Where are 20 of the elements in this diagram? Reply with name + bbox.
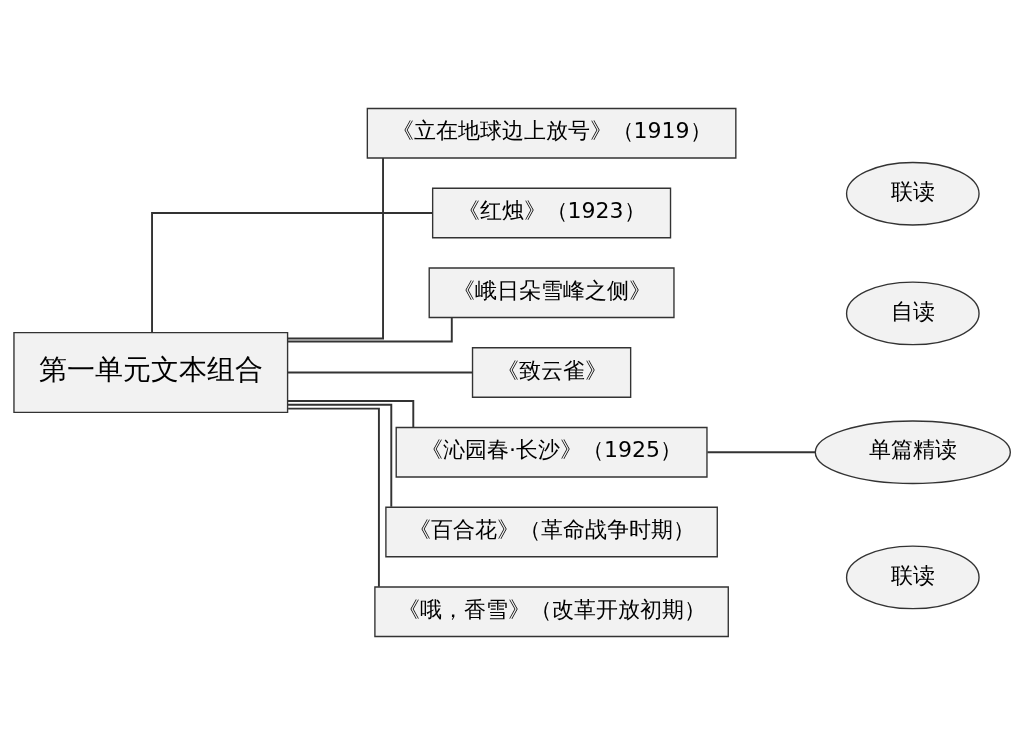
connector [706,450,817,453]
node-box: 《百合花》（革命战争时期） [385,506,718,557]
node-ellipse: 联读 [845,544,980,609]
node-box: 《哦，香雪》（改革开放初期） [374,585,729,637]
connector [286,403,393,508]
node-ellipse: 联读 [845,161,980,226]
node-box: 《红烛》（1923） [431,187,672,238]
node-box: 《立在地球边上放号》（1919） [366,107,737,159]
connector [286,316,453,342]
connector [286,156,384,339]
connector [287,407,380,588]
node-ellipse: 单篇精读 [814,419,1012,484]
connector [286,399,415,428]
connector [286,371,473,373]
node-box: 《峨日朵雪峰之侧》 [428,266,675,318]
node-box: 《沁园春·长沙》（1925） [395,426,708,478]
node-box: 《致云雀》 [471,346,632,398]
connector [151,211,434,333]
node-box: 第一单元文本组合 [13,331,289,413]
node-ellipse: 自读 [845,280,980,345]
